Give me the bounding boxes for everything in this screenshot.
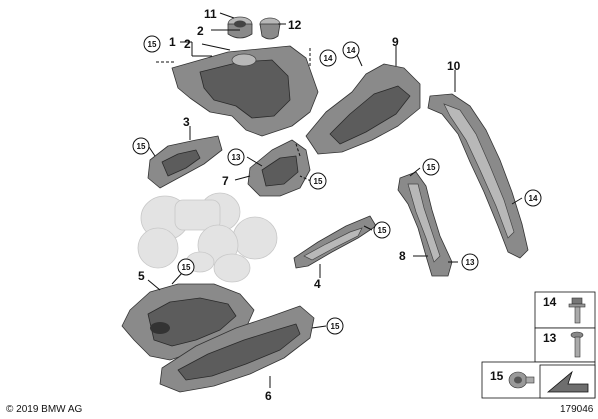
- bolt-flange-icon: [568, 297, 586, 324]
- callout-2a: 2: [197, 24, 204, 38]
- part-4-bracket[interactable]: [293, 215, 377, 269]
- legend-cell-14: [534, 291, 596, 329]
- circled-callout: 14: [319, 49, 337, 67]
- part-6-heat-shield[interactable]: [159, 305, 315, 393]
- part-11-cap[interactable]: [227, 16, 253, 39]
- legend-label-15: 15: [490, 369, 504, 383]
- callout-2b: 2: [184, 37, 191, 51]
- circled-callout: 15: [326, 317, 344, 335]
- circled-callout: 15: [143, 35, 161, 53]
- part-9-heat-shield[interactable]: [305, 63, 421, 155]
- circled-callout: 13: [227, 148, 245, 166]
- legend-cell-13: [534, 327, 596, 363]
- part-number-callouts: 1 2 2 3 4 5 6 7 8 9 10 11 12: [138, 7, 461, 403]
- callout-8: 8: [399, 249, 406, 263]
- callout-9: 9: [392, 35, 399, 49]
- part-3-bracket[interactable]: [147, 135, 223, 189]
- circled-callout: 15: [132, 137, 150, 155]
- svg-text:15: 15: [314, 177, 323, 186]
- screw-torx-icon: [508, 371, 535, 389]
- legend-label-14: 14: [543, 295, 557, 309]
- circled-callout: 15: [422, 158, 440, 176]
- circled-callout: 15: [177, 258, 195, 276]
- circled-fastener-callouts: 15 14 14 15 13 15 15 14: [132, 35, 542, 335]
- svg-text:14: 14: [529, 194, 538, 203]
- leader-lines: [147, 12, 523, 388]
- svg-text:15: 15: [148, 40, 157, 49]
- arrow-symbol-icon: [539, 364, 596, 399]
- circled-callout: 15: [373, 221, 391, 239]
- callout-12: 12: [288, 18, 302, 32]
- part-1-heat-shield-cover[interactable]: [171, 45, 319, 137]
- circled-callout: 14: [524, 189, 542, 207]
- fastener-legend: 14 13 15: [481, 291, 596, 399]
- legend-label-13: 13: [543, 331, 557, 345]
- part-12-cap[interactable]: [259, 17, 281, 40]
- svg-text:15: 15: [331, 322, 340, 331]
- callout-3: 3: [183, 115, 190, 129]
- copyright-text: © 2019 BMW AG: [6, 404, 83, 415]
- callout-11: 11: [204, 7, 217, 21]
- part-8-shield[interactable]: [397, 171, 453, 277]
- svg-text:14: 14: [347, 46, 356, 55]
- svg-text:15: 15: [137, 142, 146, 151]
- diagram-id: 179046: [560, 404, 594, 415]
- callout-4: 4: [314, 277, 321, 291]
- part-7-shield[interactable]: [247, 139, 311, 197]
- svg-text:13: 13: [232, 153, 241, 162]
- svg-text:14: 14: [324, 54, 333, 63]
- ghost-turbocharger-assembly: [137, 192, 278, 283]
- circled-callout: 15: [309, 172, 327, 190]
- svg-text:15: 15: [182, 263, 191, 272]
- callout-7: 7: [222, 174, 229, 188]
- callout-6: 6: [265, 389, 272, 403]
- svg-text:13: 13: [466, 258, 475, 267]
- callout-5: 5: [138, 269, 145, 283]
- callout-1: 1: [169, 35, 176, 49]
- circled-callout: 13: [461, 253, 479, 271]
- part-10-heat-shield[interactable]: [427, 93, 529, 259]
- svg-text:15: 15: [378, 226, 387, 235]
- bolt-round-icon: [570, 331, 584, 358]
- circled-callout: 14: [342, 41, 360, 59]
- callout-10: 10: [447, 59, 461, 73]
- svg-text:15: 15: [427, 163, 436, 172]
